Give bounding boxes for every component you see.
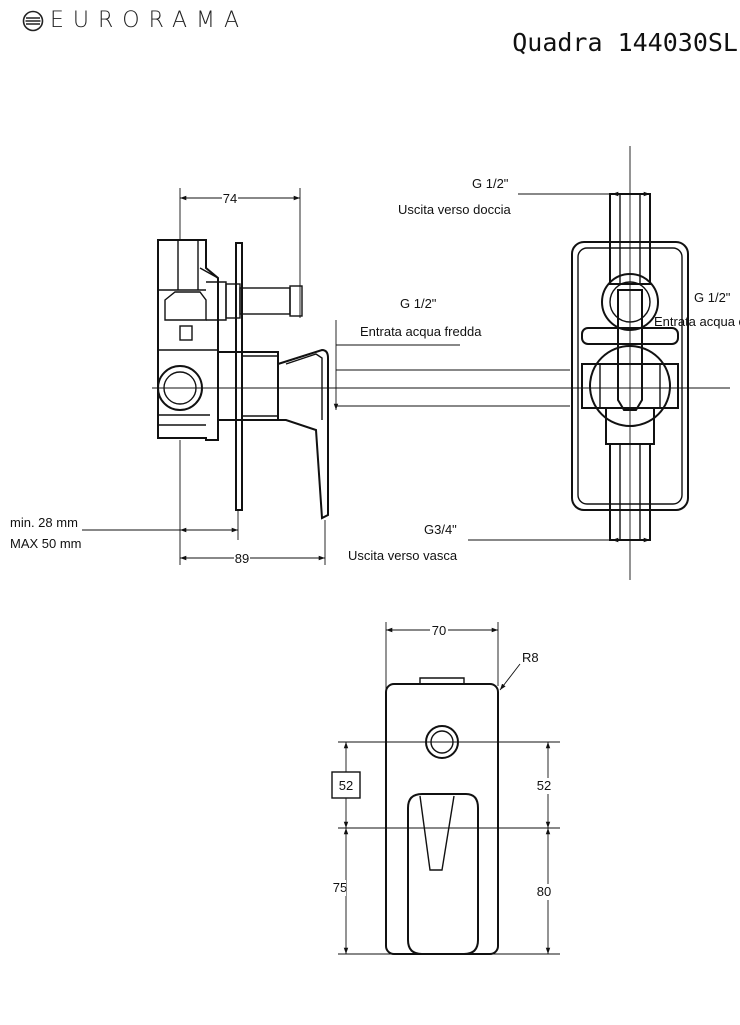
bath-outlet-label: Uscita verso vasca <box>348 548 458 563</box>
dim-74-label: 74 <box>223 191 237 206</box>
bath-outlet-thread: G3/4" <box>424 522 457 537</box>
front-view: 70 R8 52 75 52 80 <box>331 622 560 955</box>
model-title: Quadra 144030SL <box>512 28 738 57</box>
radius-label: R8 <box>522 650 539 665</box>
rear-view: G 1/2" Uscita verso doccia G3/4" Uscita … <box>348 146 740 580</box>
shower-outlet-label: Uscita verso doccia <box>398 202 511 217</box>
depth-min-label: min. 28 mm <box>10 515 78 530</box>
cold-inlet-thread: G 1/2" <box>400 296 437 311</box>
dim-89-label: 89 <box>235 551 249 566</box>
hot-inlet-label: Entrata acqua cal <box>654 314 740 329</box>
dim-right-lower-label: 80 <box>537 884 551 899</box>
hot-inlet-thread: G 1/2" <box>694 290 731 305</box>
dim-right-upper-label: 52 <box>537 778 551 793</box>
dim-left-upper-label: 52 <box>339 778 353 793</box>
logo-wordmark: EURORAMA <box>50 8 249 33</box>
logo-mark-icon <box>22 10 44 31</box>
cold-inlet-label: Entrata acqua fredda <box>360 324 482 339</box>
dim-left-lower-label: 75 <box>333 880 347 895</box>
cold-inlet: G 1/2" Entrata acqua fredda <box>333 296 570 410</box>
side-view: 74 89 min. 28 mm <box>10 188 560 566</box>
depth-max-label: MAX 50 mm <box>10 536 82 551</box>
brand-logo: EURORAMA <box>22 8 248 33</box>
shower-outlet-thread: G 1/2" <box>472 176 509 191</box>
dim-70-label: 70 <box>432 623 446 638</box>
